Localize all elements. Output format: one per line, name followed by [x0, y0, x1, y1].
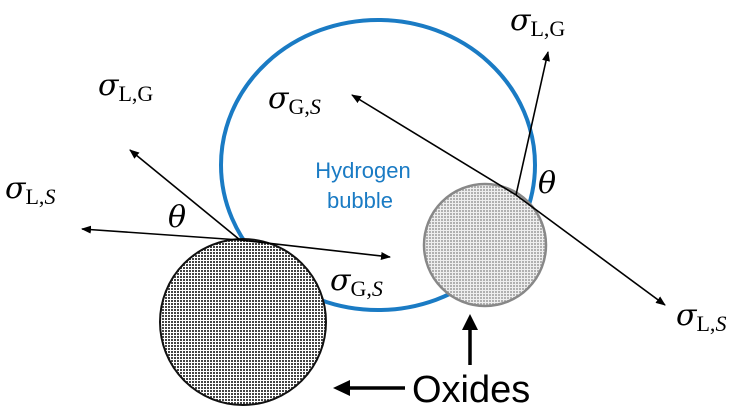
left-sigma-gs-arrow — [239, 239, 391, 260]
large-oxide-particle — [159, 238, 327, 406]
oxides-left-arrowhead — [333, 380, 350, 396]
left-sigma-lg-arrow — [129, 149, 241, 241]
small-oxide-particle — [422, 182, 548, 308]
bubble-label-line1: Hydrogen — [315, 158, 410, 183]
right-theta-label: θ — [538, 166, 556, 201]
far-right-sigma-ls-label: σL,S — [676, 298, 726, 336]
bubble-label-line2: bubble — [327, 188, 393, 213]
right-sigma-lg-arrow — [515, 51, 550, 196]
oxides-up-arrowhead — [462, 314, 478, 330]
right-sigma-gs-arrow — [351, 94, 517, 196]
right-sigma-gs-label: σG,S — [268, 81, 321, 119]
left-sigma-ls-arrow — [81, 225, 241, 241]
left-sigma-gs-label: σG,S — [330, 263, 383, 301]
hydrogen-bubble — [219, 18, 537, 312]
left-sigma-lg-label: σL,G — [98, 68, 153, 106]
left-sigma-ls-label: σL,S — [5, 171, 55, 209]
right-sigma-ls-arrow — [515, 194, 666, 306]
right-sigma-lg-label: σL,G — [510, 3, 565, 41]
oxides-label: Oxides — [412, 369, 530, 411]
left-theta-label: θ — [168, 200, 186, 235]
